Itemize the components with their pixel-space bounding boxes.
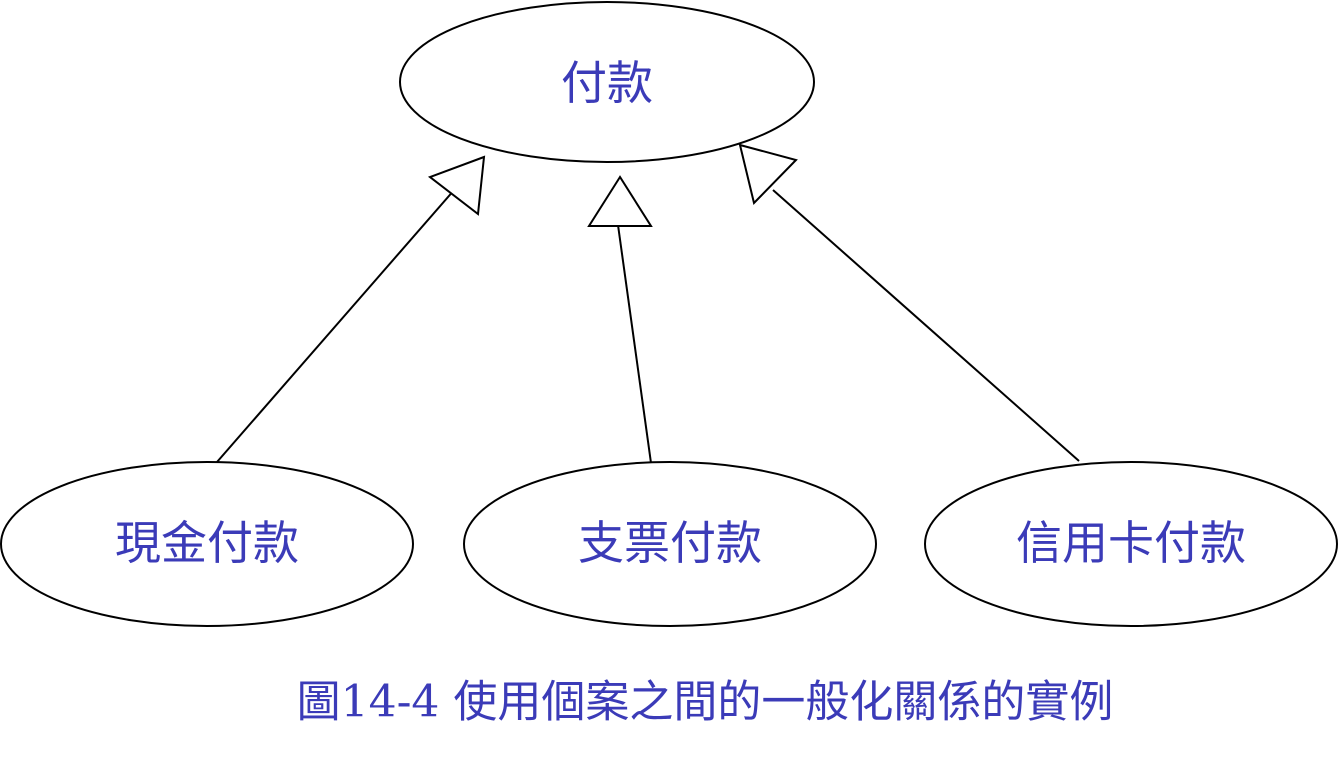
edge-cash-to-payment (216, 188, 456, 463)
use-case-ellipse (0, 461, 414, 627)
use-case-label: 付款 (561, 56, 653, 110)
arrowhead-credit (738, 143, 798, 205)
generalization-edges (216, 188, 1080, 464)
figure-caption: 圖14-4 使用個案之間的一般化關係的實例 (297, 677, 1114, 728)
use-case-label: 支票付款 (578, 516, 762, 570)
use-case-credit-card-payment: 信用卡付款 (924, 461, 1338, 627)
use-case-ellipse (399, 1, 815, 163)
use-case-label: 現金付款 (115, 516, 299, 570)
arrowhead-check (587, 175, 653, 227)
use-case-check-payment: 支票付款 (463, 461, 877, 627)
edge-credit-to-payment (772, 189, 1080, 462)
use-case-ellipse (924, 461, 1338, 627)
generalization-arrowheads (427, 143, 798, 227)
use-case-payment: 付款 (399, 1, 815, 163)
edge-check-to-payment (617, 224, 652, 464)
use-case-label: 信用卡付款 (1016, 516, 1246, 570)
use-case-ellipse (463, 461, 877, 627)
arrowhead-cash (427, 155, 486, 216)
use-case-cash-payment: 現金付款 (0, 461, 414, 627)
